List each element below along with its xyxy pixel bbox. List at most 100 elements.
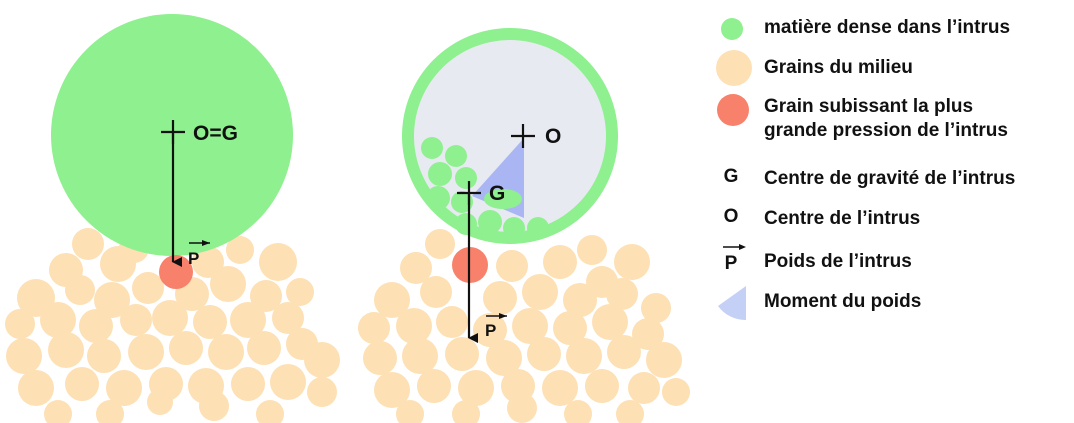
grain [396, 400, 424, 423]
grain [436, 306, 468, 338]
grain [286, 278, 314, 306]
legend-label: Centre de gravité de l’intrus [764, 168, 1016, 189]
grain [147, 389, 173, 415]
grain [120, 304, 152, 336]
grain [87, 339, 121, 373]
grain [563, 283, 597, 317]
dense-matter-grain [428, 162, 452, 186]
grain [400, 252, 432, 284]
grain [199, 391, 229, 421]
legend-label: Grains du milieu [764, 57, 913, 78]
grain [5, 309, 35, 339]
grain [230, 302, 266, 338]
g-letter-icon: G [723, 166, 739, 187]
grain [48, 332, 84, 368]
grain [527, 337, 561, 371]
left-pressure-grain [159, 255, 193, 289]
grain [496, 250, 528, 282]
grain [193, 305, 227, 339]
legend-label: Grain subissant la plus grande pression … [764, 96, 1008, 141]
grain [486, 340, 522, 376]
grain [100, 246, 136, 282]
grain [208, 334, 244, 370]
left-grain-pile [5, 228, 340, 423]
grain [250, 280, 282, 312]
legend-label: Centre de l’intrus [764, 208, 921, 229]
legend-item-grains: Grains du milieu [714, 48, 913, 88]
grain [606, 278, 638, 310]
grain [577, 235, 607, 265]
right-weight-label: P [485, 321, 496, 340]
grain [152, 300, 188, 336]
grain [128, 334, 164, 370]
grain [65, 367, 99, 401]
grain [445, 337, 479, 371]
grain [272, 302, 304, 334]
grain [304, 342, 340, 378]
grain [72, 228, 104, 260]
grain [169, 331, 203, 365]
grain [564, 400, 592, 423]
grain [483, 281, 517, 315]
grain [79, 309, 113, 343]
grain [6, 338, 42, 374]
grain [507, 393, 537, 423]
grain [543, 245, 577, 279]
grain [106, 370, 142, 406]
right-grain-pile [358, 229, 690, 423]
dense-matter-grain [421, 137, 443, 159]
dense-matter-grain [426, 186, 450, 210]
grain [210, 266, 246, 302]
grain [259, 243, 297, 281]
left-weight-label: P [188, 249, 199, 268]
grain [417, 369, 451, 403]
dense-matter-grain [455, 213, 477, 235]
grain [616, 400, 644, 423]
right-gravity-blob [484, 189, 522, 209]
legend-item-center: O Centre de l’intrus [714, 199, 921, 239]
dense-matter-grain [478, 210, 502, 234]
right-center-label: O [545, 125, 561, 148]
legend-item-weight: P Poids de l’intrus [714, 242, 912, 282]
grain [226, 236, 254, 264]
red-dot-icon [714, 92, 764, 132]
grain [192, 246, 224, 278]
grain [402, 338, 438, 374]
grain [363, 341, 397, 375]
grain [553, 311, 587, 345]
grain [522, 274, 558, 310]
grain [473, 313, 507, 347]
legend-item-gravity: G Centre de gravité de l’intrus [714, 159, 1016, 199]
grain [512, 308, 548, 344]
grain [270, 364, 306, 400]
grain [44, 400, 72, 423]
grain [358, 312, 390, 344]
p-letter-icon: P [724, 253, 738, 274]
legend-item-dense: matière dense dans l’intrus [714, 8, 1010, 48]
grain [40, 302, 76, 338]
grain [646, 342, 682, 378]
legend-label: Poids de l’intrus [764, 251, 912, 272]
grain [662, 378, 690, 406]
grain [458, 370, 494, 406]
grain [585, 369, 619, 403]
grain [566, 338, 602, 374]
grain [614, 244, 650, 280]
grain [420, 276, 452, 308]
moment-wedge-icon [718, 286, 746, 321]
grain [247, 331, 281, 365]
legend-label: matière dense dans l’intrus [764, 17, 1011, 38]
legend-item-pressure-grain: Grain subissant la plus grande pression … [714, 92, 1034, 148]
grain [607, 335, 641, 369]
grain [132, 272, 164, 304]
left-center-label: O=G [193, 122, 238, 145]
vector-arrow-icon [723, 244, 746, 250]
grain [374, 372, 410, 408]
grain [592, 304, 628, 340]
dense-matter-grain [445, 145, 467, 167]
green-dot-icon [714, 8, 764, 48]
grain [307, 377, 337, 407]
grain [231, 367, 265, 401]
beige-dot-icon [714, 48, 764, 88]
